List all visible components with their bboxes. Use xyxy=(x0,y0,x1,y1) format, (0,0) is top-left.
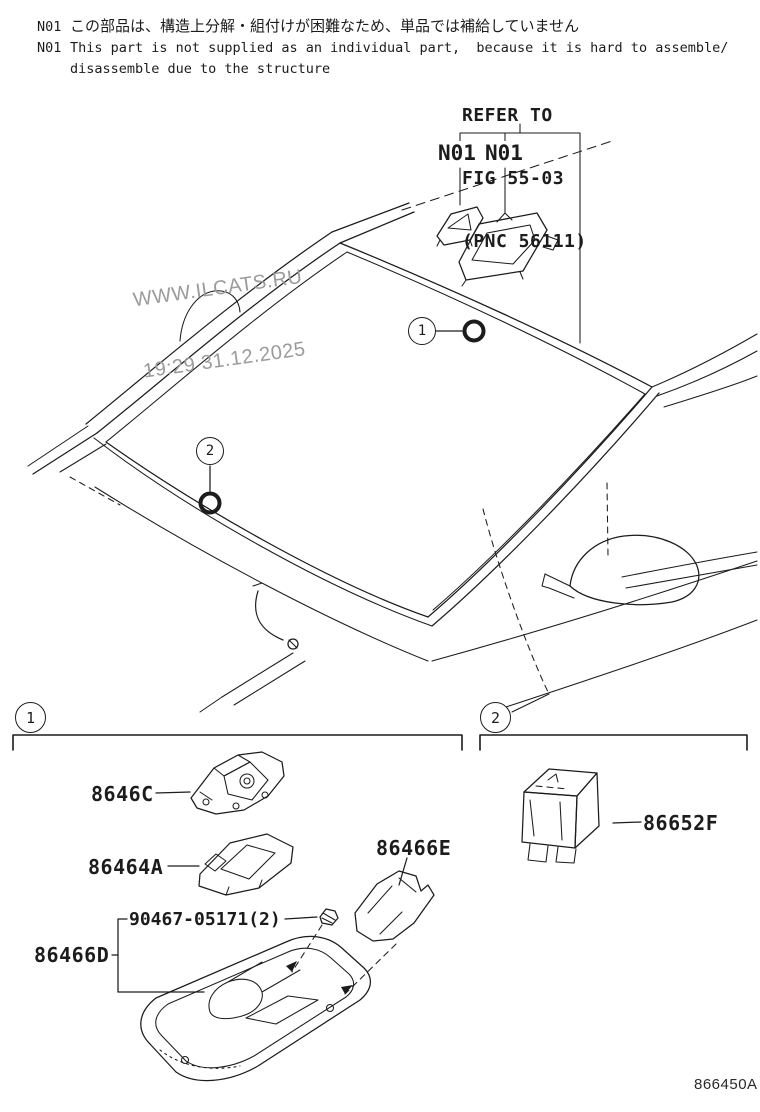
part-drawing-screw-90467 xyxy=(319,908,339,926)
part-drawing-cover-86466E xyxy=(354,870,435,942)
section-callout-1-label: 1 xyxy=(25,708,36,727)
refer-note: REFER TO FIG 55-03 (PNC 56111) xyxy=(462,63,587,294)
refer-note-line2: FIG 55-03 xyxy=(462,168,565,189)
part-label-8646C[interactable]: 8646C xyxy=(91,782,154,806)
note-text-jp: この部品は、構造上分解・組付けが困難なため、単品では補給していません xyxy=(70,17,580,35)
car-windshield-drawing xyxy=(27,140,758,713)
figure-code: 866450A xyxy=(694,1076,758,1093)
part-drawing-sensor-86652F xyxy=(521,768,600,864)
note-line-japanese: N01 この部品は、構造上分解・組付けが困難なため、単品では補給していません xyxy=(37,15,579,36)
part-drawing-camera-8646C xyxy=(190,751,285,815)
note-text-en1: This part is not supplied as an individu… xyxy=(70,40,729,56)
refer-note-line1: REFER TO xyxy=(462,105,553,126)
callout-marker-2[interactable]: 2 xyxy=(196,437,224,465)
callout-marker-1[interactable]: 1 xyxy=(408,317,436,345)
note-text-en2: disassemble due to the structure xyxy=(70,61,331,77)
part-flags: N01 N01 xyxy=(437,141,524,165)
section-callout-2[interactable]: 2 xyxy=(480,702,511,733)
watermark: WWW.ILCATS.RU 19:29 31.12.2025 xyxy=(125,217,321,431)
part-label-86466E[interactable]: 86466E xyxy=(376,836,452,860)
part-flag-left: N01 xyxy=(438,141,476,165)
callout-marker-1-label: 1 xyxy=(417,323,427,339)
section-brackets xyxy=(12,734,748,751)
part-label-86652F[interactable]: 86652F xyxy=(643,811,719,835)
refer-note-line3: (PNC 56111) xyxy=(462,231,587,252)
location-marker-lines xyxy=(198,319,486,515)
watermark-site: WWW.ILCATS.RU xyxy=(131,265,304,312)
part-drawing-cover-86464A xyxy=(198,833,294,896)
mounted-sensor-parts-drawing xyxy=(436,206,559,287)
label-leader-lines xyxy=(111,791,642,993)
part-label-90467-05171[interactable]: 90467-05171(2) xyxy=(129,909,281,930)
note-flag-jp: N01 xyxy=(37,19,62,35)
note-line-english-1: N01 This part is not supplied as an indiv… xyxy=(37,40,728,56)
part-label-86464A[interactable]: 86464A xyxy=(88,855,164,879)
watermark-timestamp: 19:29 31.12.2025 xyxy=(141,338,308,383)
section-callout-2-label: 2 xyxy=(490,708,501,727)
assembly-guide-lines xyxy=(286,924,397,995)
note-line-english-2: disassemble due to the structure xyxy=(70,61,330,77)
part-drawing-cover-86466D xyxy=(140,935,371,1082)
section-callout-1[interactable]: 1 xyxy=(15,702,46,733)
callout-marker-2-label: 2 xyxy=(205,443,215,459)
part-label-86466D[interactable]: 86466D xyxy=(34,943,110,967)
note-flag-en: N01 xyxy=(37,40,62,56)
part-flag-right: N01 xyxy=(484,141,523,165)
